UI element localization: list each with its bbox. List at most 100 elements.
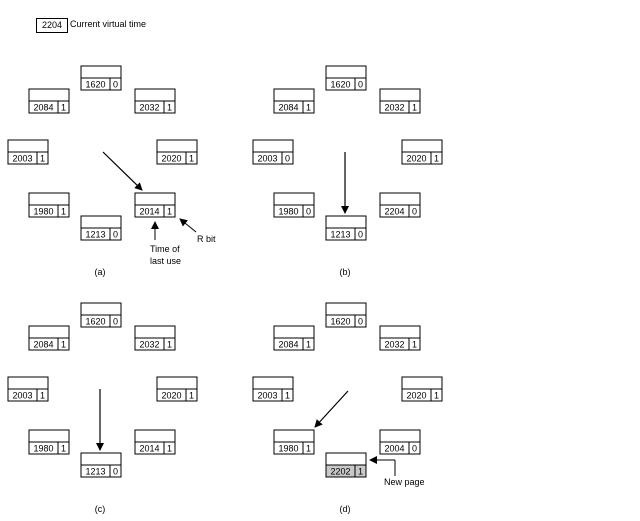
page-frame-2-1-time: 1620 xyxy=(330,80,350,90)
page-frame-3-8-time: 2084 xyxy=(33,340,53,350)
page-frame-1-7-upper xyxy=(7,139,49,153)
page-frame-2-1-rbit: 0 xyxy=(358,80,363,90)
page-frame-1-3-lower xyxy=(156,151,198,165)
page-frame-2-2-upper xyxy=(379,88,421,102)
page-frame-1-7-rbit: 1 xyxy=(40,154,45,164)
page-frame-2-6-lower xyxy=(273,204,315,218)
page-frame-4-4-upper xyxy=(379,429,421,443)
page-frame-2-3-time: 2020 xyxy=(406,154,426,164)
page-frame-3-6-upper xyxy=(28,429,70,443)
page-frame-1-8-upper xyxy=(28,88,70,102)
page-frame-3-1-lower xyxy=(80,314,122,328)
page-frame-3-3-lower xyxy=(156,388,198,402)
page-frame-3-1-rbit: 0 xyxy=(113,317,118,327)
page-frame-4-2-upper xyxy=(379,325,421,339)
page-frame-2-3-upper xyxy=(401,139,443,153)
page-frame-3-2-upper xyxy=(134,325,176,339)
page-frame-2-3-lower xyxy=(401,151,443,165)
page-frame-3-3-upper xyxy=(156,376,198,390)
page-frame-3-8-upper xyxy=(28,325,70,339)
legend-time-box: 2204 xyxy=(36,18,68,33)
page-frame-3-2-rbit: 1 xyxy=(167,340,172,350)
page-frame-1-1-rbit: 0 xyxy=(113,80,118,90)
page-frame-1-8-time: 2084 xyxy=(33,103,53,113)
page-frame-4-6-upper xyxy=(273,429,315,443)
page-frame-3-2-lower xyxy=(134,337,176,351)
page-frame-4-1-rbit: 0 xyxy=(358,317,363,327)
page-frame-1-7-time: 2003 xyxy=(12,154,32,164)
page-frame-1-2-lower xyxy=(134,100,176,114)
page-frame-4-3-time: 2020 xyxy=(406,391,426,401)
panel-label-4: (d) xyxy=(340,504,351,514)
page-frame-1-8-lower xyxy=(28,100,70,114)
page-frame-2-4-time: 2204 xyxy=(384,207,404,217)
page-frame-4-1-time: 1620 xyxy=(330,317,350,327)
page-frame-1-5-lower xyxy=(80,227,122,241)
page-frame-4-5-time: 2202 xyxy=(330,467,350,477)
page-frame-4-3-lower xyxy=(401,388,443,402)
page-frame-2-6-upper xyxy=(273,192,315,206)
page-frame-3-5-time: 1213 xyxy=(85,467,105,477)
page-frame-2-7-lower xyxy=(252,151,294,165)
page-frame-4-2-rbit: 1 xyxy=(412,340,417,350)
page-frame-2-5-rbit: 0 xyxy=(358,230,363,240)
page-frame-3-4-upper xyxy=(134,429,176,443)
page-frame-1-4-time: 2014 xyxy=(139,207,159,217)
rbit-arrow xyxy=(179,218,197,233)
page-frame-4-3-rbit: 1 xyxy=(434,391,439,401)
rbit-label: R bit xyxy=(197,234,216,244)
page-frame-4-1-lower xyxy=(325,314,367,328)
new-page-label: New page xyxy=(384,477,425,487)
page-frame-1-1-lower xyxy=(80,77,122,91)
page-frame-4-4-time: 2004 xyxy=(384,444,404,454)
page-frame-2-5-upper xyxy=(325,215,367,229)
page-frame-3-7-lower xyxy=(7,388,49,402)
page-frame-4-2-time: 2032 xyxy=(384,340,404,350)
page-frame-2-1-upper xyxy=(325,65,367,79)
page-frame-1-1-time: 1620 xyxy=(85,80,105,90)
page-frame-2-3-rbit: 1 xyxy=(434,154,439,164)
page-frame-2-2-time: 2032 xyxy=(384,103,404,113)
page-frame-1-2-rbit: 1 xyxy=(167,103,172,113)
page-frame-1-4-lower xyxy=(134,204,176,218)
page-frame-2-4-rbit: 0 xyxy=(412,207,417,217)
clock-hand-arrow-1 xyxy=(102,151,143,191)
page-frame-2-7-time: 2003 xyxy=(257,154,277,164)
page-frame-3-1-upper xyxy=(80,302,122,316)
page-frame-4-3-upper xyxy=(401,376,443,390)
page-frame-2-1-lower xyxy=(325,77,367,91)
page-frame-4-8-lower xyxy=(273,337,315,351)
page-frame-3-5-lower xyxy=(80,464,122,478)
page-frame-1-3-upper xyxy=(156,139,198,153)
page-frame-4-5-upper xyxy=(325,452,367,466)
page-frame-1-5-time: 1213 xyxy=(85,230,105,240)
page-frame-1-6-time: 1980 xyxy=(33,207,53,217)
time-of-last-use-label-1: Time of xyxy=(150,244,180,254)
page-frame-2-6-rbit: 0 xyxy=(306,207,311,217)
page-frame-2-8-time: 2084 xyxy=(278,103,298,113)
page-frame-2-7-rbit: 0 xyxy=(285,154,290,164)
page-frame-3-5-rbit: 0 xyxy=(113,467,118,477)
page-frame-2-8-upper xyxy=(273,88,315,102)
panel-label-3: (c) xyxy=(95,504,106,514)
page-frame-3-1-time: 1620 xyxy=(85,317,105,327)
page-frame-2-8-lower xyxy=(273,100,315,114)
page-frame-4-7-time: 2003 xyxy=(257,391,277,401)
page-frame-4-6-lower xyxy=(273,441,315,455)
page-frame-4-7-lower xyxy=(252,388,294,402)
page-frame-3-4-rbit: 1 xyxy=(167,444,172,454)
page-frame-1-1-upper xyxy=(80,65,122,79)
page-frame-1-5-upper xyxy=(80,215,122,229)
page-frame-4-7-rbit: 1 xyxy=(285,391,290,401)
page-frame-3-6-lower xyxy=(28,441,70,455)
page-frame-3-4-lower xyxy=(134,441,176,455)
page-frame-1-4-rbit: 1 xyxy=(167,207,172,217)
page-frame-1-3-rbit: 1 xyxy=(189,154,194,164)
page-frame-2-7-upper xyxy=(252,139,294,153)
page-frame-2-6-time: 1980 xyxy=(278,207,298,217)
page-frame-2-2-rbit: 1 xyxy=(412,103,417,113)
page-frame-4-8-upper xyxy=(273,325,315,339)
page-frame-3-7-time: 2003 xyxy=(12,391,32,401)
page-frame-3-7-rbit: 1 xyxy=(40,391,45,401)
